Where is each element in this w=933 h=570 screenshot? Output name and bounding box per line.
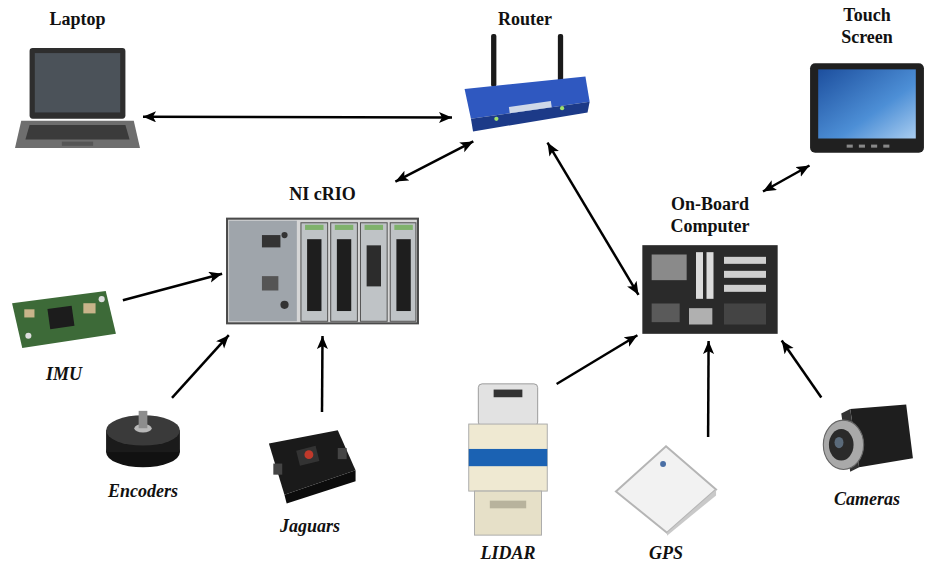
component-label: IMU	[8, 363, 120, 385]
connector-arrow	[707, 341, 710, 437]
component-label: NI cRIO	[225, 183, 420, 205]
connector-arrow	[557, 335, 638, 384]
connector-arrow	[123, 274, 222, 300]
component-label: Touch Screen	[806, 4, 928, 48]
component-label: Laptop	[15, 8, 140, 30]
component-node: IMU	[8, 280, 120, 385]
encoder-illustration	[98, 400, 188, 476]
jaguar-illustration	[260, 415, 360, 511]
component-node: Touch Screen	[806, 4, 928, 164]
connector-arrow	[395, 141, 473, 181]
component-node: Encoders	[98, 400, 188, 502]
laptop-illustration	[15, 34, 140, 168]
component-node: Jaguars	[260, 415, 360, 537]
touch-illustration	[806, 52, 928, 164]
connector-arrow	[548, 143, 639, 295]
connector-arrow	[763, 166, 810, 192]
camera-illustration	[812, 400, 922, 484]
imu-illustration	[8, 280, 120, 359]
lidar-illustration	[462, 380, 554, 538]
obc-illustration	[640, 241, 780, 338]
crio-illustration	[225, 209, 420, 333]
component-label: On-Board Computer	[640, 193, 780, 237]
component-label: Encoders	[98, 480, 188, 502]
connector-arrow	[172, 335, 229, 398]
component-node: Laptop	[15, 8, 140, 168]
connector-arrow	[143, 116, 452, 119]
component-label: Router	[455, 8, 595, 30]
component-label: GPS	[612, 542, 720, 564]
component-label: Jaguars	[260, 515, 360, 537]
component-node: Router	[455, 8, 595, 140]
component-node: LIDAR	[462, 380, 554, 564]
component-node: On-Board Computer	[640, 193, 780, 338]
connector-arrow	[782, 341, 822, 398]
gps-illustration	[612, 440, 720, 538]
component-label: LIDAR	[462, 542, 554, 564]
router-illustration	[455, 34, 595, 140]
component-node: GPS	[612, 440, 720, 564]
component-label: Cameras	[812, 488, 922, 510]
component-node: Cameras	[812, 400, 922, 510]
component-node: NI cRIO	[225, 183, 420, 333]
connector-arrow	[321, 336, 324, 412]
